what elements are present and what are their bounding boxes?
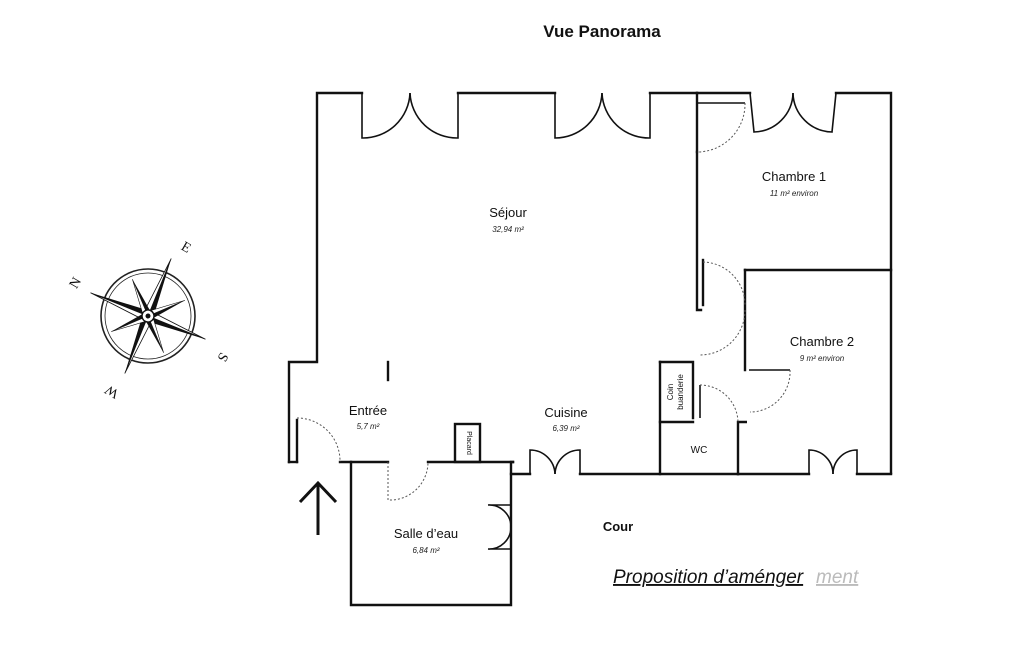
windows: [361, 92, 858, 550]
compass-south-label: S: [214, 350, 231, 364]
walls: [287, 91, 893, 607]
room-area-entree: 5,7 m²: [357, 422, 380, 431]
room-name-chambre-2: Chambre 2: [790, 334, 854, 349]
compass-east-label: E: [178, 239, 193, 256]
room-chambre-2: Chambre 2 9 m² environ: [790, 334, 854, 363]
room-name-wc: WC: [691, 445, 708, 456]
room-name-cuisine: Cuisine: [544, 405, 587, 420]
label-cour: Cour: [603, 519, 633, 534]
room-area-cuisine: 6,39 m²: [552, 424, 579, 433]
proposal-caption: Proposition d’aménger: [613, 567, 804, 588]
room-name-buanderie-line1: Coin: [666, 384, 675, 400]
compass-west-label: W: [102, 381, 122, 401]
watermark-text: ment: [816, 567, 859, 588]
doors: [296, 102, 791, 501]
plan-title: Vue Panorama: [543, 22, 661, 41]
room-name-sejour: Séjour: [489, 205, 527, 220]
room-name-entree: Entrée: [349, 403, 387, 418]
room-area-sejour: 32,94 m²: [492, 225, 524, 234]
room-area-chambre-1: 11 m² environ: [770, 189, 819, 198]
room-name-buanderie-line2: buanderie: [676, 374, 685, 410]
room-entree: Entrée 5,7 m²: [349, 403, 387, 431]
room-name-chambre-1: Chambre 1: [762, 169, 826, 184]
entrance-arrow-icon: [298, 480, 338, 535]
compass-rose-icon: [90, 258, 206, 374]
room-buanderie: Coin buanderie: [666, 374, 685, 410]
room-area-salle-deau: 6,84 m²: [412, 546, 439, 555]
compass-north-label: N: [67, 275, 85, 291]
room-chambre-1: Chambre 1 11 m² environ: [762, 169, 826, 198]
room-name-salle-deau: Salle d’eau: [394, 526, 458, 541]
room-name-placard: Placard: [465, 431, 472, 455]
room-sejour: Séjour 32,94 m²: [489, 205, 527, 234]
room-salle-deau: Salle d’eau 6,84 m²: [394, 526, 458, 555]
room-cuisine: Cuisine 6,39 m²: [544, 405, 587, 433]
room-area-chambre-2: 9 m² environ: [800, 354, 845, 363]
